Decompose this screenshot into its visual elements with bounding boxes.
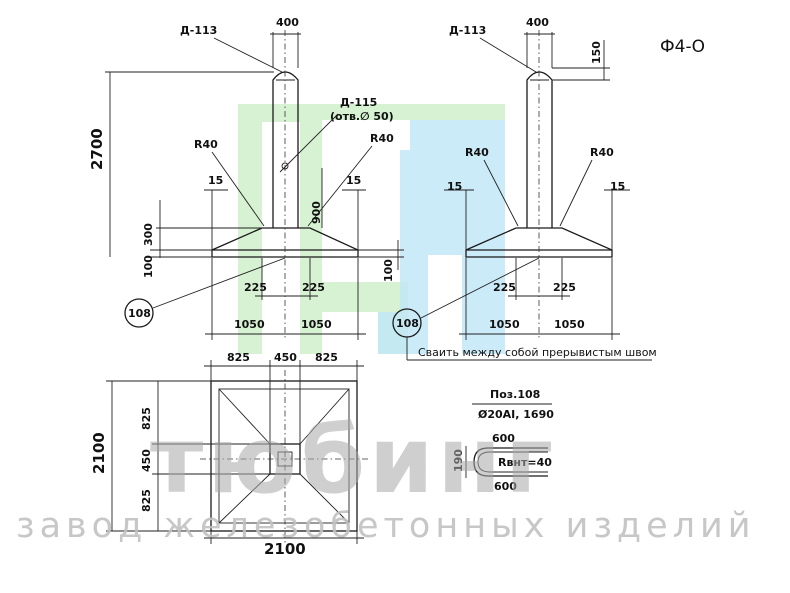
right-dim-15-left: 15	[447, 180, 462, 193]
left-dim-400: 400	[276, 16, 299, 29]
plan-diagonal-1	[218, 388, 271, 445]
plan-outer-square	[210, 380, 358, 532]
left-dim-225-left: 225	[244, 281, 267, 294]
left-dim-100-right: 100	[382, 259, 395, 282]
right-pos-108-tag: 108	[396, 317, 419, 330]
left-dim-15-right: 15	[346, 174, 361, 187]
plan-dim-450-top: 450	[274, 351, 297, 364]
weld-note: Сваить между собой прерывистым швом	[418, 346, 657, 359]
watermark-blue-shape	[378, 120, 505, 354]
drawing-title: Ф4-О	[660, 37, 705, 57]
left-r40-leader-right	[307, 145, 373, 227]
watermark-tagline: завод железобетонных изделий	[16, 506, 756, 546]
left-dim-2700: 2700	[88, 128, 106, 170]
right-dim-225-left: 225	[493, 281, 516, 294]
right-d113-leader	[479, 37, 537, 73]
left-label-r40-right: R40	[370, 132, 394, 145]
plan-diagonal-2	[299, 388, 350, 445]
detail-title: Поз.108	[490, 388, 540, 401]
detail-108: Поз.108 Ø20AI, 1690 600 190 Rвнт=40 600	[452, 388, 554, 493]
watermark-green-shape	[238, 104, 505, 354]
plan-dim-450-side: 450	[140, 449, 153, 472]
right-pos-108-leader	[420, 257, 540, 319]
right-dim-15-right: 15	[610, 180, 625, 193]
detail-dim-600-bottom: 600	[494, 480, 517, 493]
left-dim-1050-left: 1050	[234, 318, 265, 331]
detail-bar-inner	[477, 451, 548, 473]
right-r40-leader-right	[559, 159, 593, 227]
right-elevation-view: 400 Д-113 150 R40 R40 15 15 225 225 1050…	[392, 16, 657, 361]
right-dim-150: 150	[590, 41, 603, 64]
right-label-r40-right: R40	[590, 146, 614, 159]
left-dim-15-left: 15	[208, 174, 223, 187]
left-label-d113: Д-113	[180, 24, 217, 37]
plan-dim-825-top-left: 825	[227, 351, 250, 364]
right-r40-leader-left	[483, 159, 519, 227]
left-d115-leader	[279, 113, 339, 173]
left-r40-leader-left	[211, 151, 265, 227]
left-dim-1050-right: 1050	[301, 318, 332, 331]
plan-dim-825-side-top: 825	[140, 407, 153, 430]
plan-inner-square	[218, 388, 350, 524]
plan-dim-2100-bottom: 2100	[264, 540, 306, 558]
right-dim-1050-right: 1050	[554, 318, 585, 331]
left-label-r40-left: R40	[194, 138, 218, 151]
detail-dim-600-top: 600	[492, 432, 515, 445]
left-hole-mark	[281, 162, 289, 170]
watermark-logo	[238, 104, 505, 354]
left-pos-108-tag: 108	[128, 307, 151, 320]
left-dim-300: 300	[142, 223, 155, 246]
left-elevation-view: 400 Д-113 2700 300 100 15 15 R40 R40 Д-1…	[88, 16, 404, 340]
plan-diagonal-3	[218, 473, 271, 524]
detail-spec: Ø20AI, 1690	[478, 408, 554, 421]
left-pos-108-bubble	[124, 298, 154, 328]
left-label-d115: Д-115	[340, 96, 377, 109]
plan-diagonal-4	[299, 473, 350, 524]
plan-dim-825-side-bottom: 825	[140, 489, 153, 512]
left-dim-225-right: 225	[302, 281, 325, 294]
right-dim-1050-left: 1050	[489, 318, 520, 331]
right-label-r40-left: R40	[465, 146, 489, 159]
right-dim-225-right: 225	[553, 281, 576, 294]
left-dim-100-left: 100	[142, 255, 155, 278]
detail-bar-outline	[473, 447, 548, 477]
detail-dim-190: 190	[452, 449, 465, 472]
left-d113-leader	[213, 37, 283, 73]
watermark-brand: тюбинг	[150, 407, 557, 514]
detail-radius: Rвнт=40	[498, 456, 552, 469]
plan-dim-2100-side: 2100	[90, 432, 108, 474]
left-pos-108-leader	[152, 257, 286, 309]
right-label-d113: Д-113	[449, 24, 486, 37]
right-dim-400: 400	[526, 16, 549, 29]
left-label-d115-hole: (отв.∅ 50)	[330, 110, 394, 123]
plan-view: 825 450 825 2100 825 450 825 2100	[90, 351, 370, 558]
plan-dim-825-top-right: 825	[315, 351, 338, 364]
right-column-outline	[526, 71, 553, 228]
left-dim-900: 900	[310, 201, 323, 224]
left-column-outline	[272, 71, 299, 228]
